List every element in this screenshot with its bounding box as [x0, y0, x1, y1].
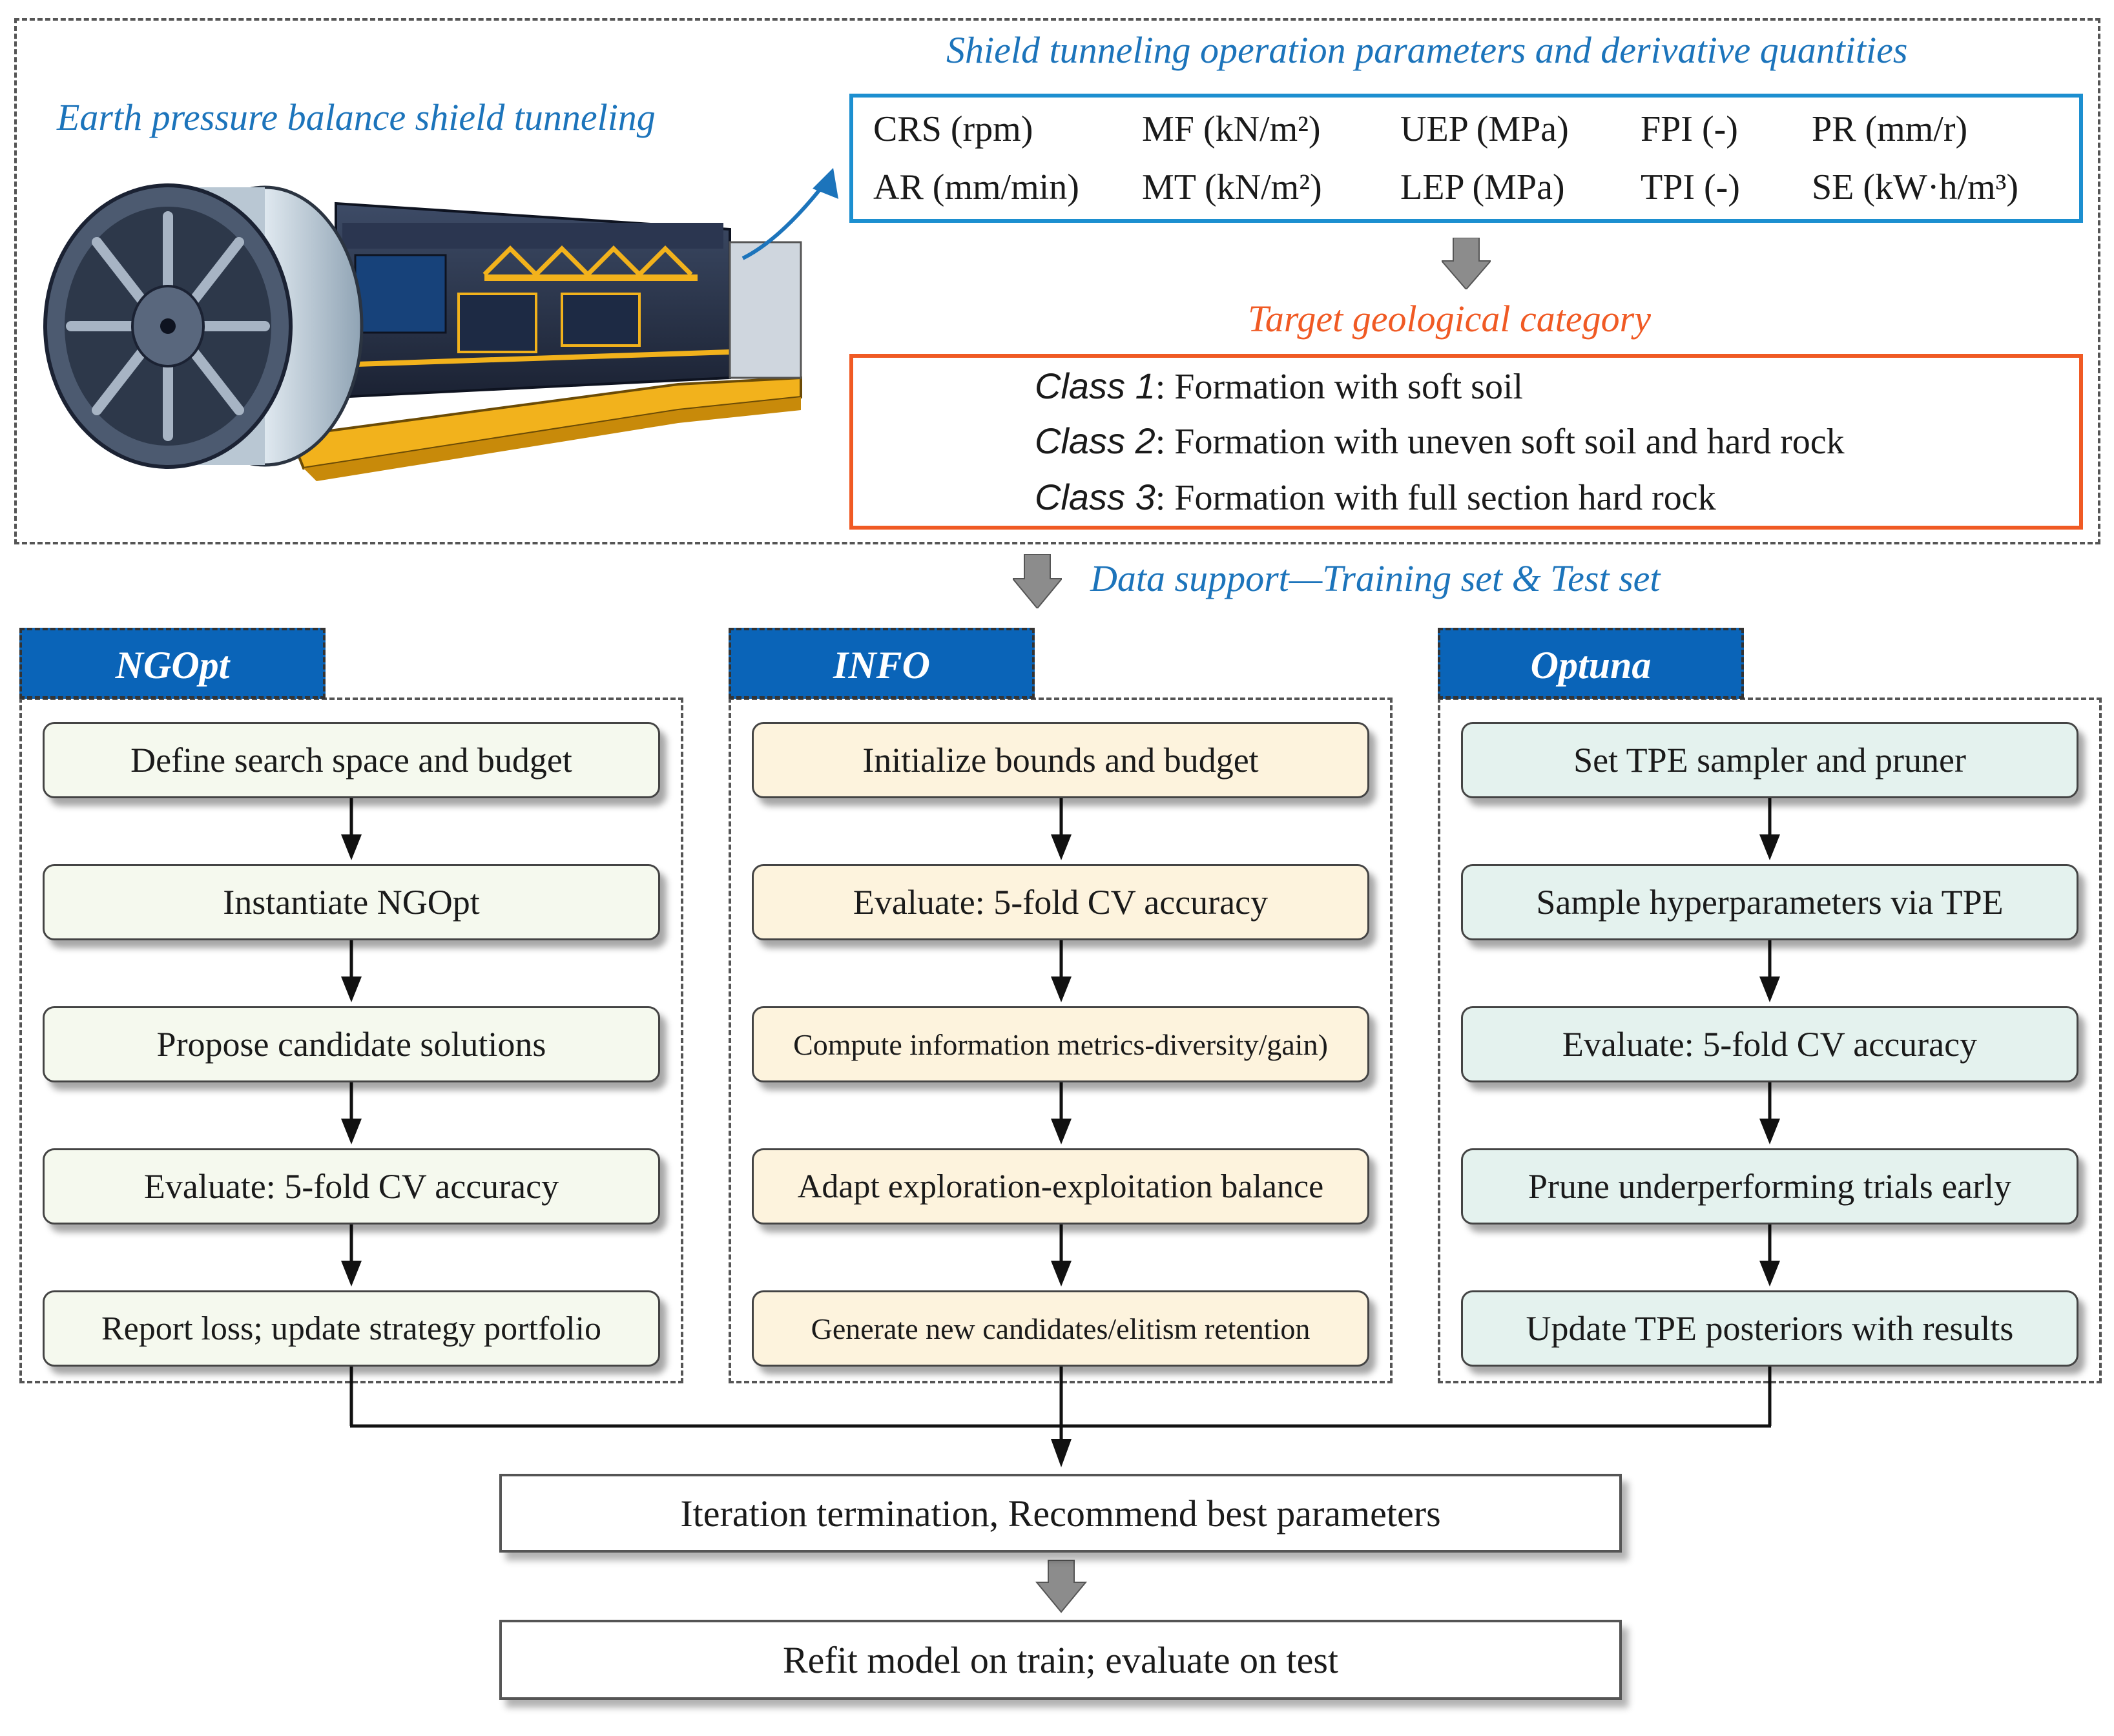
- param-mf: MF (kN/m²): [1142, 109, 1321, 149]
- optuna-tab: Optuna: [1438, 628, 1744, 699]
- param-uep: UEP (MPa): [1400, 109, 1569, 149]
- optuna-step-2: Sample hyperparameters via TPE: [1461, 864, 2078, 940]
- optuna-step-1: Set TPE sampler and pruner: [1461, 722, 2078, 798]
- param-ar: AR (mm/min): [873, 167, 1079, 207]
- param-crs: CRS (rpm): [873, 109, 1033, 149]
- param-tpi: TPI (-): [1641, 167, 1740, 207]
- param-pr: PR (mm/r): [1812, 109, 1968, 149]
- info-tab: INFO: [729, 628, 1035, 699]
- info-step-5: Generate new candidates/elitism retentio…: [752, 1290, 1369, 1367]
- class-2-desc: : Formation with uneven soft soil and ha…: [1155, 422, 1845, 462]
- class-1-line: Class 1: Formation with soft soil: [1035, 365, 1523, 408]
- params-title: Shield tunneling operation parameters an…: [946, 29, 1908, 71]
- class-2-name: Class 2: [1035, 420, 1155, 461]
- refit-model-box: Refit model on train; evaluate on test: [499, 1620, 1622, 1700]
- params-to-geo-arrow: [1442, 238, 1491, 289]
- class-1-desc: : Formation with soft soil: [1155, 367, 1524, 407]
- class-2-line: Class 2: Formation with uneven soft soil…: [1035, 420, 1845, 462]
- ngopt-step-5: Report loss; update strategy portfolio: [43, 1290, 660, 1367]
- param-mt: MT (kN/m²): [1142, 167, 1322, 207]
- iteration-termination-box: Iteration termination, Recommend best pa…: [499, 1474, 1622, 1553]
- geo-title: Target geological category: [1248, 298, 1651, 340]
- info-step-1: Initialize bounds and budget: [752, 722, 1369, 798]
- class-1-name: Class 1: [1035, 366, 1155, 406]
- parameters-box: [849, 94, 2083, 223]
- top-section-frame: [14, 18, 2100, 544]
- ngopt-step-3: Propose candidate solutions: [43, 1006, 660, 1082]
- ngopt-step-2: Instantiate NGOpt: [43, 864, 660, 940]
- ngopt-step-4: Evaluate: 5-fold CV accuracy: [43, 1148, 660, 1224]
- optuna-step-4: Prune underperforming trials early: [1461, 1148, 2078, 1224]
- param-lep: LEP (MPa): [1400, 167, 1565, 207]
- ngopt-tab: NGOpt: [19, 628, 326, 699]
- info-step-3: Compute information metrics-diversity/ga…: [752, 1006, 1369, 1082]
- class-3-name: Class 3: [1035, 477, 1155, 517]
- class-3-desc: : Formation with full section hard rock: [1155, 478, 1716, 518]
- info-step-2: Evaluate: 5-fold CV accuracy: [752, 864, 1369, 940]
- data-support-arrow: [1013, 554, 1062, 608]
- info-step-4: Adapt exploration-exploitation balance: [752, 1148, 1369, 1224]
- machine-title: Earth pressure balance shield tunneling: [57, 96, 656, 138]
- optuna-step-5: Update TPE posteriors with results: [1461, 1290, 2078, 1367]
- data-support-label: Data support—Training set & Test set: [1090, 557, 1661, 599]
- ngopt-step-1: Define search space and budget: [43, 722, 660, 798]
- param-se: SE (kW·h/m³): [1812, 167, 2019, 207]
- param-fpi: FPI (-): [1641, 109, 1738, 149]
- optuna-step-3: Evaluate: 5-fold CV accuracy: [1461, 1006, 2078, 1082]
- shield-machine-illustration: [43, 183, 802, 481]
- classes-box: [849, 354, 2083, 530]
- class-3-line: Class 3: Formation with full section har…: [1035, 476, 1716, 519]
- machine-to-params-arrow: [741, 168, 838, 260]
